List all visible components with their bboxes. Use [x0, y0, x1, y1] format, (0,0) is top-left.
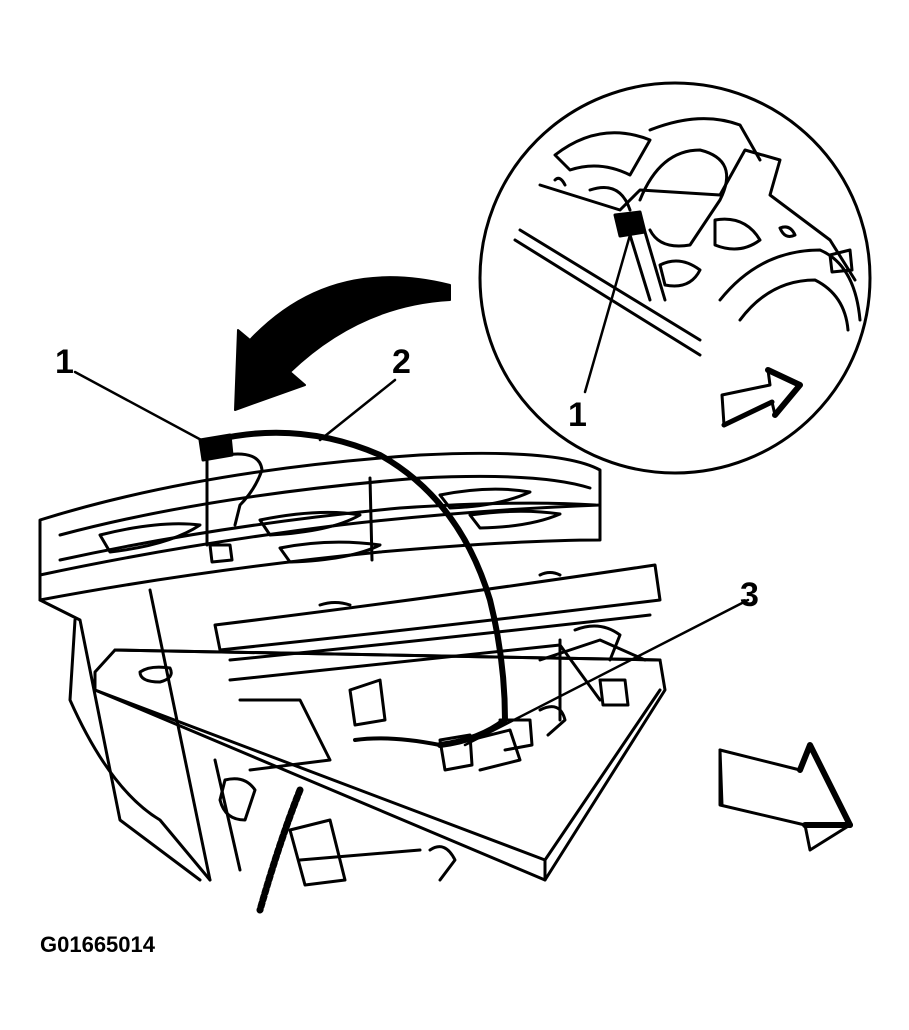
callout-1-main: 1: [55, 343, 74, 381]
figure-id: G01665014: [40, 932, 155, 957]
leader-lines: [73, 370, 750, 747]
connector-clip: [198, 433, 374, 564]
callout-1-detail: 1: [568, 396, 587, 434]
wiring-harness: [212, 429, 508, 914]
callout-3: 3: [740, 576, 759, 614]
forward-arrow-icon: [718, 742, 853, 852]
detail-inset: [478, 81, 872, 475]
curved-arrow-icon: [234, 276, 451, 411]
console-assembly: [38, 451, 662, 887]
callout-2: 2: [392, 343, 411, 381]
hinged-lid: [93, 648, 667, 882]
forward-arrow-icon: [720, 367, 803, 428]
